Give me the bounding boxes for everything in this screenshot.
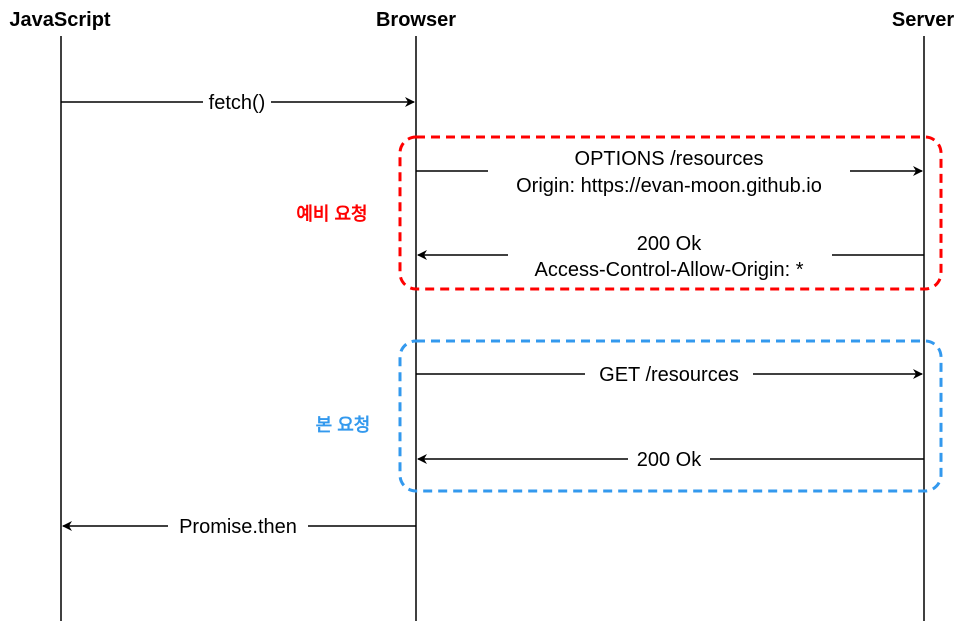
message-promise-then: Promise.then [62, 514, 416, 538]
preflight-group-box [398, 135, 943, 291]
actual-request-group-label: 본 요청 [316, 415, 371, 435]
actor-browser: Browser [376, 9, 456, 31]
actor-server: Server [892, 9, 954, 31]
message-preflight-response-line1: 200 Ok [637, 233, 702, 255]
preflight-group-label: 예비 요청 [296, 204, 367, 224]
actor-javascript: JavaScript [9, 9, 111, 31]
message-options: OPTIONS /resources Origin: https://evan-… [416, 147, 923, 197]
message-fetch-label: fetch() [209, 92, 266, 114]
message-get-label: GET /resources [599, 364, 739, 386]
message-get-response: 200 Ok [417, 447, 924, 471]
actual-request-group-box [398, 339, 943, 493]
message-get-response-label: 200 Ok [637, 449, 702, 471]
message-preflight-response: 200 Ok Access-Control-Allow-Origin: * [417, 230, 924, 282]
message-promise-then-label: Promise.then [179, 516, 297, 538]
message-options-line1: OPTIONS /resources [575, 148, 764, 170]
message-get: GET /resources [416, 362, 923, 386]
message-preflight-response-line2: Access-Control-Allow-Origin: * [535, 259, 804, 281]
message-options-line2: Origin: https://evan-moon.github.io [516, 175, 822, 197]
message-fetch: fetch() [61, 91, 415, 114]
